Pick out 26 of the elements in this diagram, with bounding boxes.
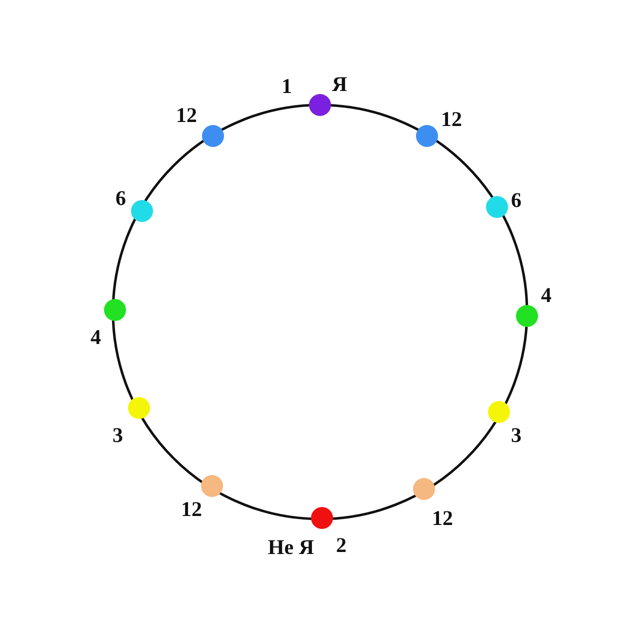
dot [413, 478, 435, 500]
dot [311, 507, 333, 529]
number-label: 4 [90, 326, 101, 348]
number-label: 6 [116, 187, 126, 209]
number-label: 12 [176, 104, 197, 126]
number-label: 3 [112, 424, 123, 446]
dot [131, 200, 153, 222]
dot [416, 125, 438, 147]
number-label: Я [332, 73, 348, 95]
number-label: 1 [282, 75, 292, 97]
number-label: 4 [541, 284, 552, 306]
number-label: 12 [432, 507, 453, 529]
dot [488, 401, 510, 423]
dot [104, 299, 126, 321]
dot [128, 397, 150, 419]
dot [309, 94, 331, 116]
number-label: 2 [336, 534, 346, 556]
dot [201, 475, 223, 497]
dot [202, 125, 224, 147]
number-label: 3 [511, 424, 522, 446]
number-label: 12 [441, 108, 462, 130]
number-label: 6 [511, 189, 522, 211]
number-label: Не Я [268, 536, 314, 558]
dot [516, 305, 538, 327]
number-label: 12 [181, 498, 202, 520]
dot [486, 196, 508, 218]
